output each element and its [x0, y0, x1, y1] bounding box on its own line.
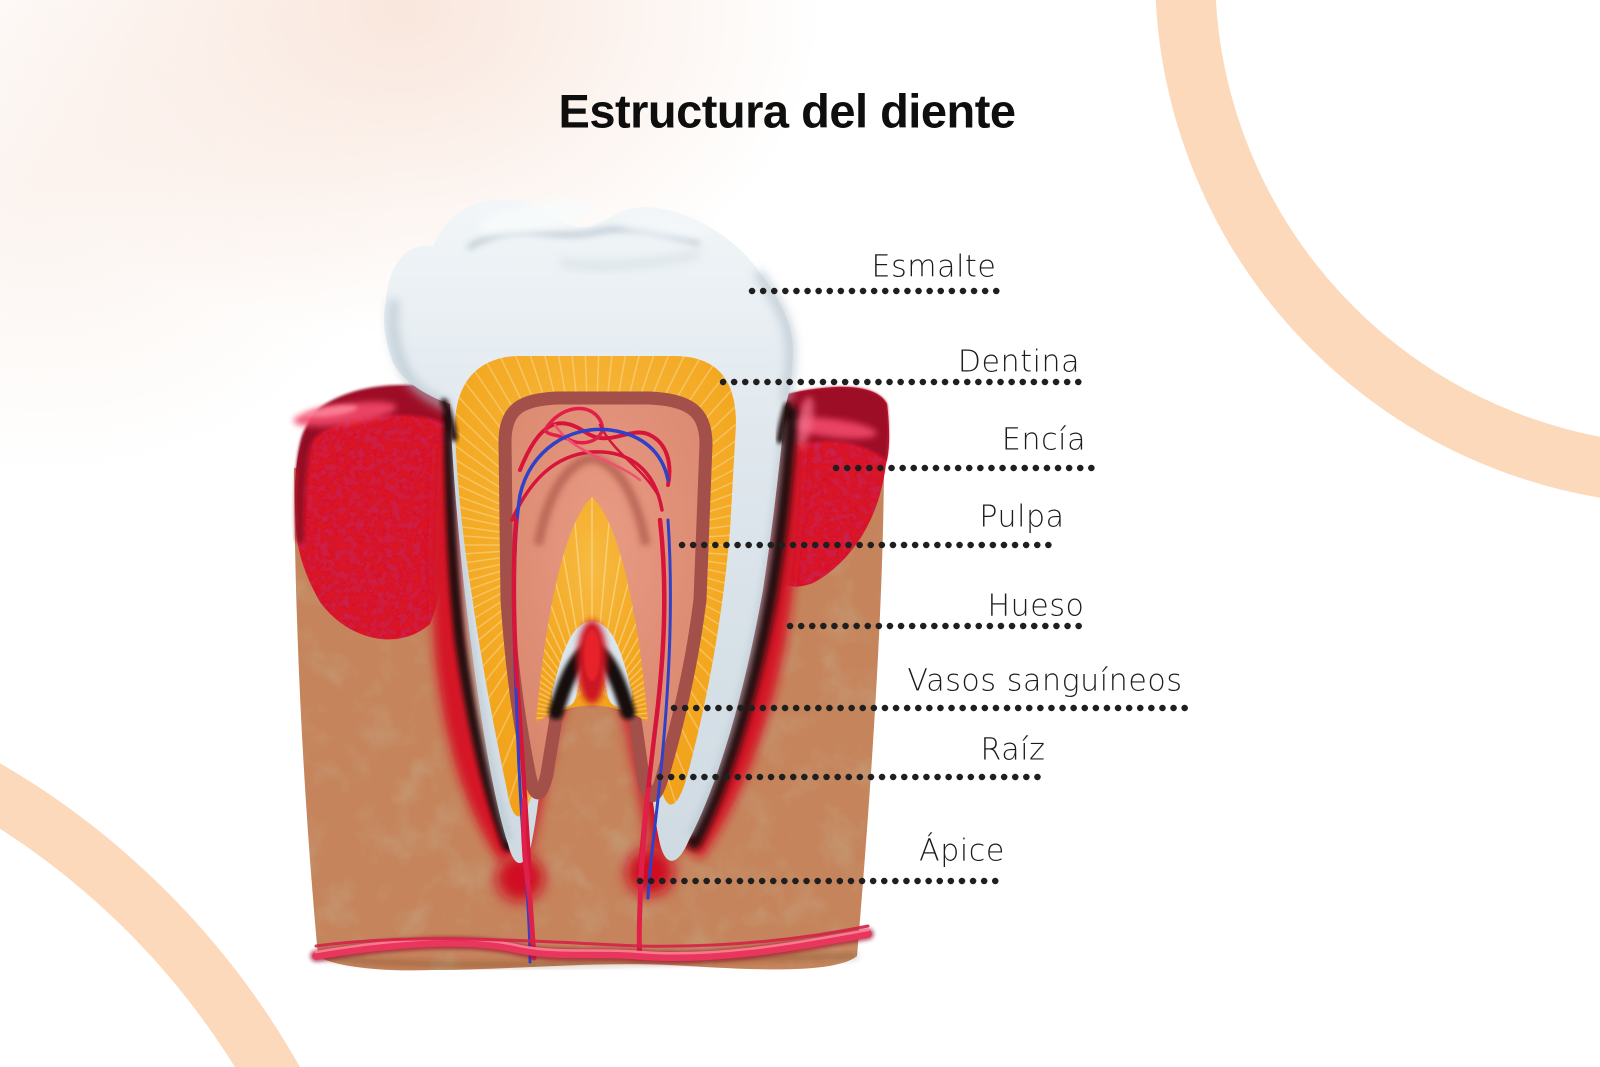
label-hueso: Hueso	[987, 588, 1085, 624]
label-vasos-sanguineos: Vasos sanguíneos	[907, 663, 1183, 699]
page-title: Estructura del diente	[558, 84, 1017, 138]
label-dentina: Dentina	[957, 344, 1081, 380]
decorative-arc-top-right	[1155, 0, 1600, 498]
sulcus-shadows	[440, 398, 791, 444]
leader-lines	[636, 287, 1191, 885]
gum-left	[294, 385, 459, 640]
label-esmalte: Esmalte	[871, 249, 997, 285]
furcation-detail	[536, 497, 648, 722]
label-pulpa: Pulpa	[979, 499, 1065, 535]
label-raiz: Raíz	[980, 732, 1046, 768]
label-apice: Ápice	[919, 833, 1005, 869]
blood-vessels	[310, 406, 874, 964]
periodontal-gaps	[443, 404, 798, 852]
label-encia: Encía	[1001, 422, 1087, 458]
